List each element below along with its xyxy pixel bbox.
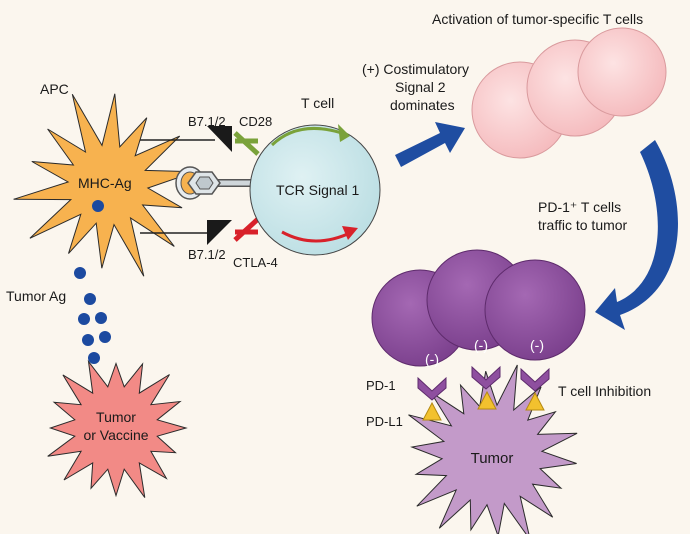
tumor-vaccine-label-line2: or Vaccine [83, 427, 148, 443]
t-cell-inhibition-label: T cell Inhibition [558, 383, 651, 399]
pd1-traffic-label-line1: PD-1⁺ T cells [538, 199, 621, 215]
inhibitory-signal-1: (-) [425, 351, 439, 367]
cd28-signal-arrow [270, 126, 349, 147]
pdl1-ligands [422, 390, 545, 421]
apc-cell [13, 93, 196, 277]
apc-label: APC [40, 81, 69, 97]
tumor-cell [408, 364, 578, 534]
ctla4-receptor [233, 217, 260, 242]
activation-arrow [395, 122, 465, 167]
activation-label: Activation of tumor-specific T cells [432, 11, 643, 27]
inhibitory-signal-3: (-) [530, 337, 544, 353]
costimulatory-label-line3: dominates [390, 97, 455, 113]
inhibitory-signal-2: (-) [474, 337, 488, 353]
ctla4-label: CTLA-4 [233, 255, 278, 270]
activated-t-cells [471, 27, 667, 159]
t-cell-label: T cell [301, 95, 334, 111]
tumor-vaccine-cell [47, 359, 188, 498]
pd1-traffic-label-line2: traffic to tumor [538, 217, 628, 233]
b7-ligand-top [207, 126, 232, 152]
cd28-receptor [233, 131, 260, 156]
tcr-signal-label: TCR Signal 1 [276, 182, 359, 198]
b7-top-label: B7.1/2 [188, 114, 226, 129]
mhc-ag-label: MHC-Ag [78, 175, 132, 191]
costimulatory-label-line1: (+) Costimulatory [362, 61, 469, 77]
tumor-vaccine-label-line1: Tumor [96, 409, 136, 425]
tumor-label: Tumor [471, 450, 514, 467]
traffic-arrow [595, 140, 678, 330]
pdl1-label: PD-L1 [366, 414, 403, 429]
b7-ligand-bottom [207, 220, 232, 245]
ctla4-signal-arrow [281, 230, 353, 243]
cd28-label: CD28 [239, 114, 272, 129]
inhibited-t-cells [371, 249, 586, 367]
tumor-ag-label: Tumor Ag [6, 288, 66, 304]
mhc-tcr-connector [175, 166, 255, 200]
pd1-receptors [417, 365, 550, 401]
b7-bottom-label: B7.1/2 [188, 247, 226, 262]
pd1-label: PD-1 [366, 378, 396, 393]
tumor-antigen-dots [74, 200, 111, 364]
costimulatory-label-line2: Signal 2 [395, 79, 446, 95]
t-cell [249, 124, 381, 256]
